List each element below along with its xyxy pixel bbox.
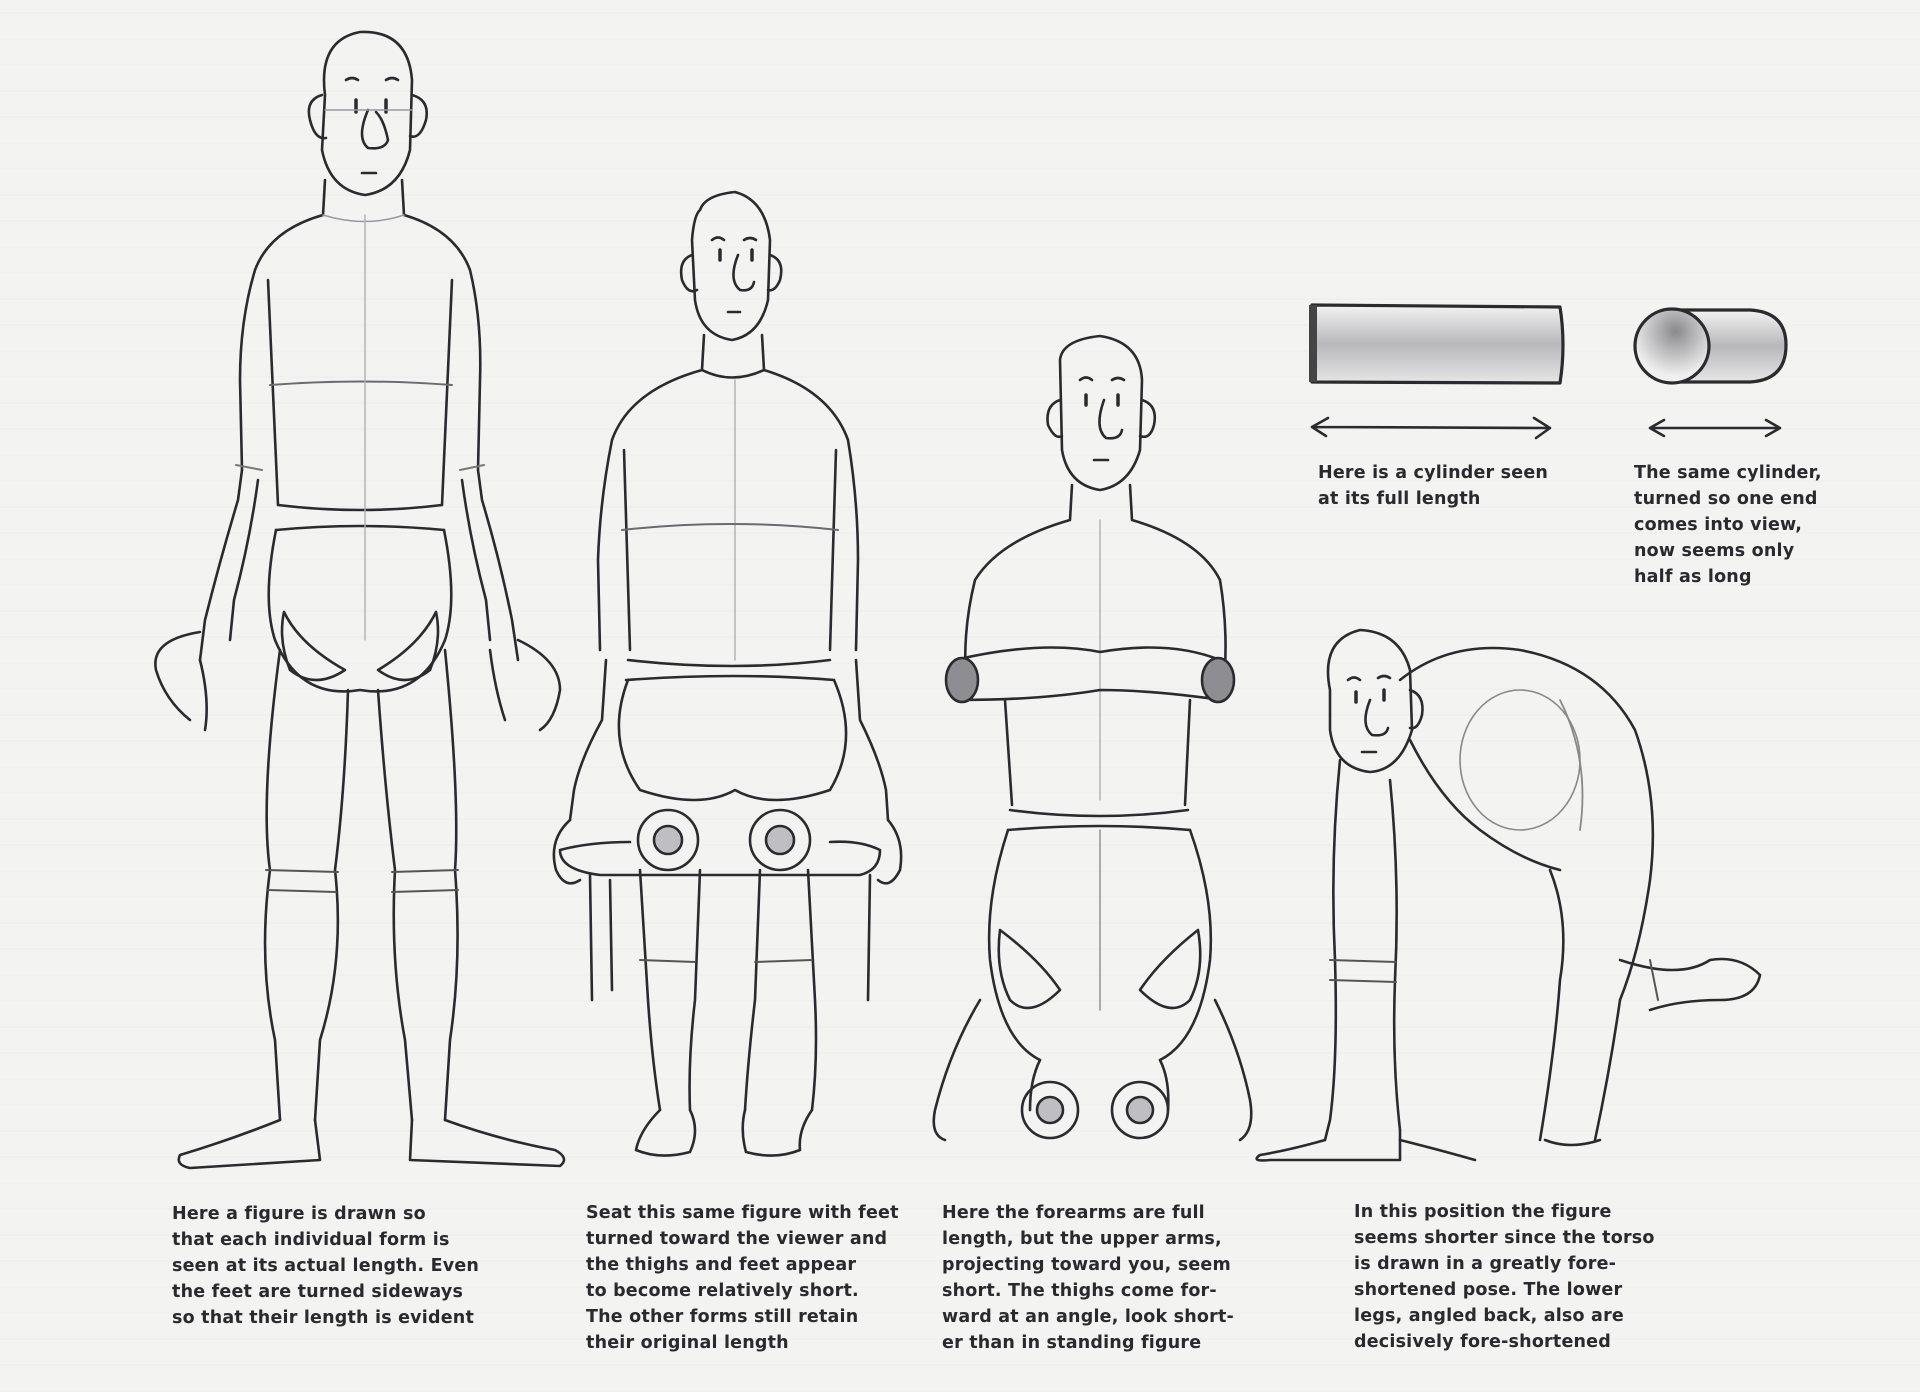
caption-line: at its full length xyxy=(1318,489,1481,509)
caption-line: half as long xyxy=(1634,567,1752,587)
caption-cylinder-full: Here is a cylinder seen at its full leng… xyxy=(1318,460,1558,512)
caption-line: so that their length is evident xyxy=(172,1308,475,1328)
crouching-figure-drawing xyxy=(1255,628,1762,1162)
caption-line: The same cylinder, xyxy=(1634,463,1822,483)
caption-line: Seat this same figure with feet xyxy=(586,1203,899,1223)
caption-seated-figure: Seat this same figure with feet turned t… xyxy=(586,1200,899,1356)
caption-line: legs, angled back, also are xyxy=(1354,1306,1624,1326)
caption-line: projecting toward you, seem xyxy=(942,1255,1231,1275)
caption-line: Here the forearms are full xyxy=(942,1203,1205,1223)
caption-line: ward at an angle, look short- xyxy=(942,1307,1234,1327)
cylinder-full-drawing xyxy=(1309,303,1565,440)
caption-line: seems shorter since the torso xyxy=(1354,1228,1655,1248)
caption-line: the feet are turned sideways xyxy=(172,1282,464,1302)
caption-line: the thighs and feet appear xyxy=(586,1255,857,1275)
seated-figure-drawing xyxy=(552,190,903,1157)
caption-line: to become relatively short. xyxy=(586,1281,859,1301)
caption-line: Here a figure is drawn so xyxy=(172,1204,426,1224)
caption-arms-crossed-figure: Here the forearms are full length, but t… xyxy=(942,1200,1234,1356)
caption-line: In this position the figure xyxy=(1354,1202,1612,1222)
caption-line: turned so one end xyxy=(1634,489,1818,509)
caption-line: their original length xyxy=(586,1333,789,1353)
caption-line: er than in standing figure xyxy=(942,1333,1202,1353)
caption-cylinder-turned: The same cylinder, turned so one end com… xyxy=(1634,460,1822,590)
caption-standing-figure: Here a figure is drawn so that each indi… xyxy=(172,1201,480,1331)
caption-line: length, but the upper arms, xyxy=(942,1229,1222,1249)
caption-line: short. The thighs come for- xyxy=(942,1281,1217,1301)
caption-line: comes into view, xyxy=(1634,515,1803,535)
caption-line: seen at its actual length. Even xyxy=(172,1256,480,1276)
caption-crouching-figure: In this position the figure seems shorte… xyxy=(1354,1199,1655,1355)
standing-figure-drawing xyxy=(154,30,566,1170)
caption-line: The other forms still retain xyxy=(586,1307,859,1327)
caption-line: shortened pose. The lower xyxy=(1354,1280,1623,1300)
arms-crossed-figure-drawing xyxy=(932,334,1253,1142)
caption-line: that each individual form is xyxy=(172,1230,450,1250)
caption-line: Here is a cylinder seen xyxy=(1318,463,1549,483)
caption-line: turned toward the viewer and xyxy=(586,1229,888,1249)
cylinder-turned-drawing xyxy=(1633,307,1788,438)
caption-line: is drawn in a greatly fore- xyxy=(1354,1254,1617,1274)
caption-line: now seems only xyxy=(1634,541,1795,561)
caption-line: decisively fore-shortened xyxy=(1354,1332,1611,1352)
